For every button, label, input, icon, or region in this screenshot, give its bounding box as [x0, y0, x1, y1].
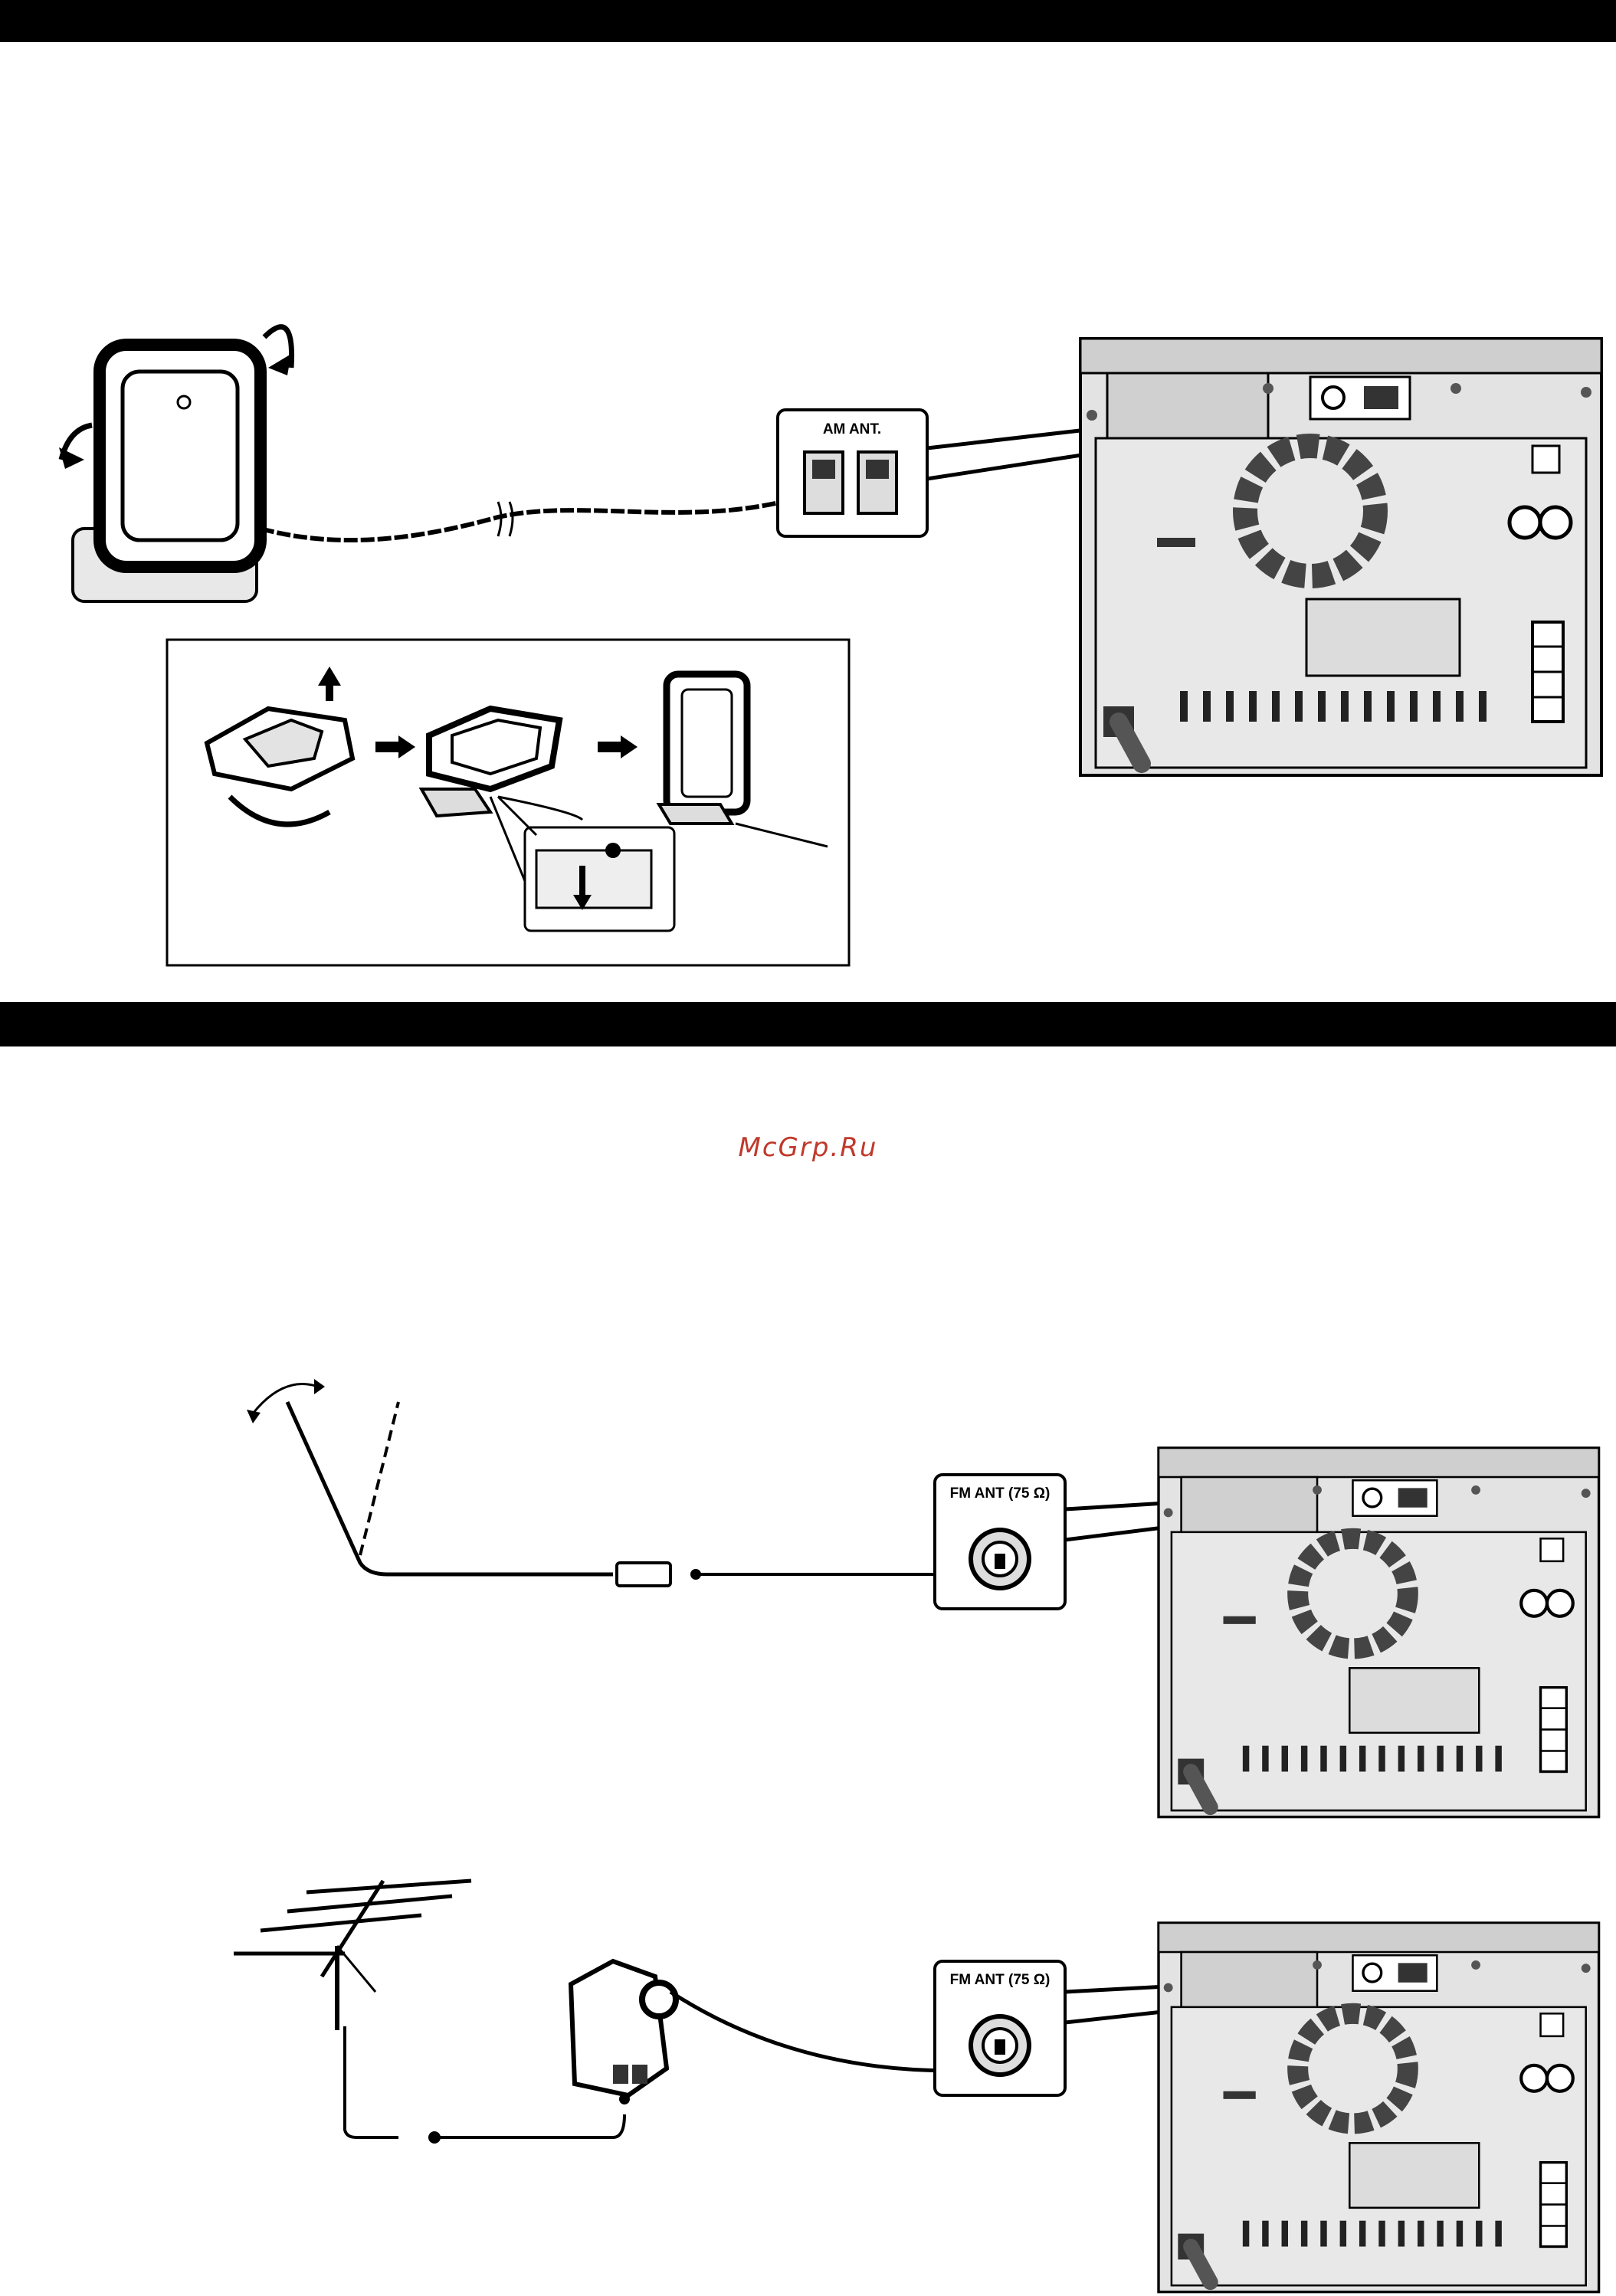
fm-terminal-label-1: FM ANT (75 Ω): [950, 1485, 1051, 1502]
fm-terminal-label-2: FM ANT (75 Ω): [950, 1972, 1051, 1988]
fm-terminal-callout-1: FM ANT (75 Ω): [935, 1475, 1065, 1609]
fm-terminal-callout-2: FM ANT (75 Ω): [935, 1961, 1065, 2095]
unit-rear-panel-am: [1080, 339, 1601, 775]
unit-rear-panel-fm-1: [1159, 1448, 1599, 1817]
loop-assembly-inset: [167, 640, 849, 965]
am-loop-antenna: [59, 327, 292, 601]
am-antenna-cable: [261, 498, 797, 540]
fm-wire-antenna: [247, 1379, 996, 1586]
unit-rear-panel-fm-2: [1159, 1923, 1599, 2292]
am-terminal-label: AM ANT.: [823, 421, 881, 437]
am-terminal-callout: AM ANT.: [778, 410, 927, 536]
fm-outdoor-antenna: [234, 1881, 624, 2144]
